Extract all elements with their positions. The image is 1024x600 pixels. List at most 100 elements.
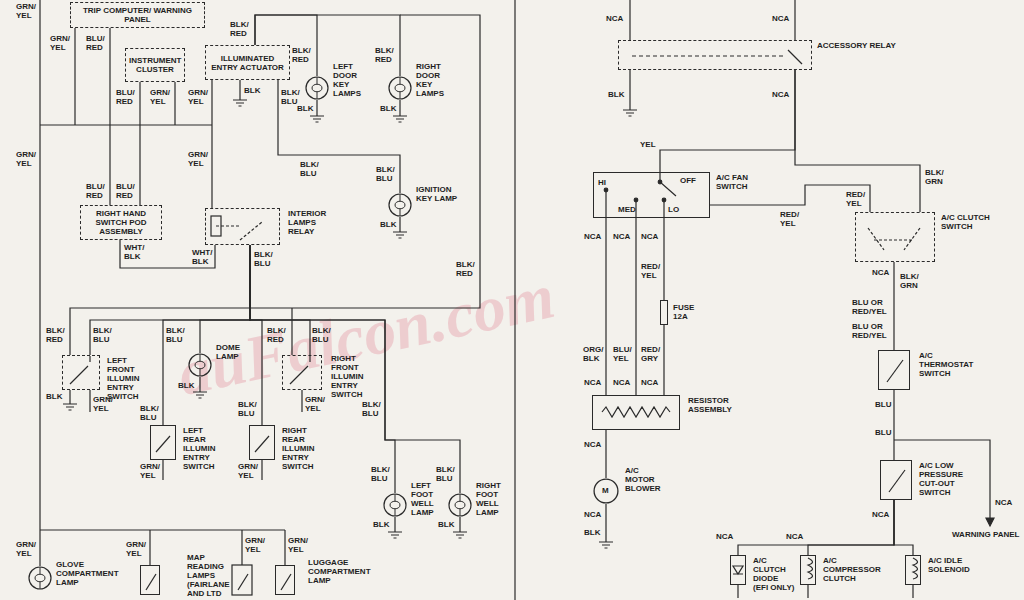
wire-code: GRN/ YEL [140,462,162,480]
switch-box: A/C LOW PRESSURE CUT-OUT SWITCH [880,460,912,500]
wire-line [70,356,90,384]
wire-line [238,574,248,590]
wire-code: BLK [244,86,268,95]
component-label: DOME LAMP [216,343,248,361]
wire-code: BLK/ BLU [238,400,260,418]
wire-line [733,566,743,574]
wire-line [149,530,150,565]
wire-code: BLK/ BLU [93,326,115,344]
wire-connector [605,218,606,395]
wire-code: BLK/ BLU [254,250,276,268]
wire-code: YEL [640,140,662,149]
wire-line [281,574,291,590]
wire-group [40,0,994,600]
component-label: LEFT REAR ILLUMIN ENTRY SWITCH [183,426,223,471]
lamp-outline [305,76,329,100]
circle-outline [594,479,618,503]
wire-code: BLK/ BLU [371,465,393,483]
wire-code: BLK/ GRN [900,272,922,290]
wire-code: RED/ GRY [641,345,663,363]
wire-line [794,0,795,40]
wire-code: LO [668,205,684,214]
module-box: ILLUMINATED ENTRY ACTUATOR [205,45,290,80]
wire-line [74,28,75,125]
wire-line [807,585,808,598]
component-label: GLOVE COMPARTMENT LAMP [56,560,118,587]
wire-code: GRN/ YEL [50,34,72,52]
wire-code: OFF [680,176,704,185]
watermark: auFalcon.com [172,261,560,409]
wire-line [913,558,918,579]
wire-connector [894,500,913,555]
circle-outline [306,77,328,99]
lamp-outline [448,493,472,517]
fuse-symbol: FUSE 12A [660,300,668,325]
component-label: A/C FAN SWITCH [716,173,761,191]
wire-line [887,360,903,382]
component-label: RIGHT HAND SWITCH POD ASSEMBLY [84,209,158,236]
wire-code: BLK/ BLU [436,465,458,483]
switch-box: A/C CLUTCH SWITCH [855,212,935,262]
component-label: INSTRUMENT CLUSTER [129,56,181,74]
lamp-symbol: IGNITION KEY LAMP [388,193,412,217]
wire-line [788,50,802,64]
wire-line [635,218,636,395]
wire-code: GRN/ YEL [245,536,267,554]
wire-code: BLU [875,400,899,409]
wire-line [663,325,664,395]
wire-code: NCA [995,498,1019,507]
wire-code: NCA [872,510,896,519]
wire-connector [163,245,250,425]
coil-box: A/C COMPRESSOR CLUTCH [800,555,816,585]
lamp-filament [395,77,405,99]
lamp-symbol: LEFT DOOR KEY LAMPS [305,76,329,100]
switch-box: A/C THERMOSTAT SWITCH [878,350,910,390]
component-label: INTERIOR LAMPS RELAY [288,209,338,236]
wire-code: BLK/ BLU [300,160,322,178]
wire-line [291,308,292,355]
wire-code: NCA [613,378,637,387]
wire-line [40,529,285,530]
wire-code: BLU/ RED [86,182,108,200]
wire-connector [250,245,395,493]
wire-line [604,188,608,192]
wire-line [660,172,676,196]
lamp-outline [28,566,52,590]
wire-code: NCA [786,532,810,541]
component-label: A/C CLUTCH SWITCH [941,213,993,231]
wire-code: BLK/ BLU [312,326,334,344]
wire-code: GRN/ YEL [126,540,148,558]
wire-line [453,517,467,538]
wire-code: RED/ YEL [846,190,868,208]
wire-code: BLK [380,220,404,229]
wire-line [139,82,140,205]
wire-code: BLK/ BLU [362,400,384,418]
wire-connector [250,245,460,493]
wire-line [602,407,670,417]
wire-code: GRN/ YEL [16,150,38,168]
circle-outline [384,494,406,516]
wire-code: NCA [641,378,665,387]
component-label: LEFT FOOT WELL LAMP [411,481,443,517]
component-label: ILLUMINATED ENTRY ACTUATOR [209,54,286,72]
wire-code: NCA [613,232,637,241]
wire-line [301,390,302,412]
wire-code: BLK/ BLU [140,404,162,422]
lamp-outline [188,353,212,377]
wire-line [632,55,786,56]
wire-code: BLK/ BLU [281,88,303,106]
wire-code: RED/ YEL [780,210,802,228]
wire-line [629,0,630,40]
lamp-outline [383,493,407,517]
component-label: A/C COMPRESSOR CLUTCH [823,556,881,583]
wire-line [174,82,175,125]
component-label: IGNITION KEY LAMP [416,185,462,203]
wire-connector [660,70,795,172]
component-label: RIGHT FOOT WELL LAMP [476,481,512,517]
wire-line [623,70,637,116]
wire-line [737,585,738,598]
module-box: TRIP COMPUTER/ WARNING PANEL [70,2,205,28]
wire-code: BLU/ RED [116,182,138,200]
wire-code: WHT/ BLK [192,248,214,266]
solenoid-box: A/C IDLE SOLENOID [905,555,921,585]
